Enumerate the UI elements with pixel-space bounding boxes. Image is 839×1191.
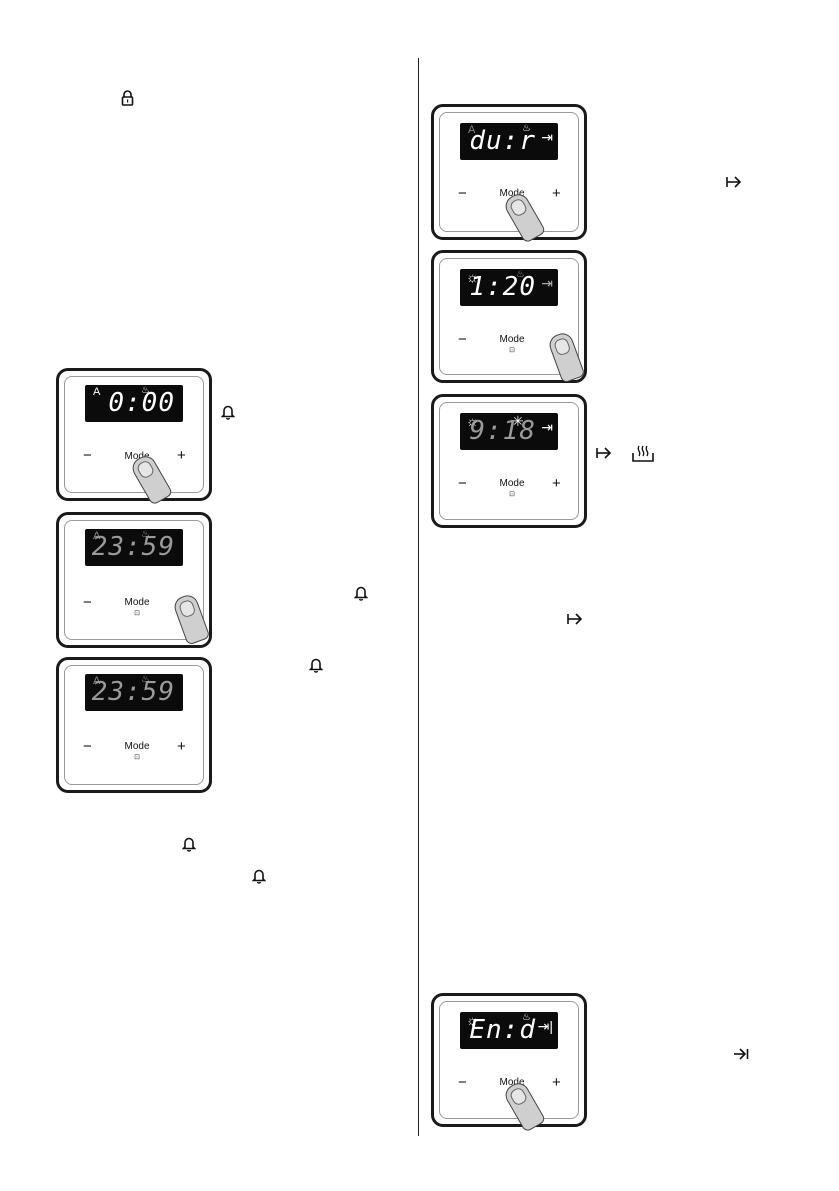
mode-sub-icon: ⊡ [509,347,515,354]
control-panel-confirm: A ♨ 23:59 − Mode ⊡ + [56,657,212,793]
control-panel-end: ☼ ♨ En:d ⇥| − Mode + [431,993,587,1133]
heating-icon: ✳ [512,413,524,429]
plus-button[interactable]: + [177,738,186,755]
display: ☼ ♨ 1:20 ⇥ [460,269,558,306]
display: A ♨ 0:00 [85,385,183,422]
plus-button[interactable]: + [552,185,561,202]
indicator-a: A [93,530,101,542]
heating-icon: ♨ [141,529,150,540]
control-panel-set-time: A ♨ 0:00 − Mode + [56,368,212,506]
display-digits: du:r [469,126,536,156]
display-digits: 9:18 [469,416,536,446]
bell-icon [354,586,368,601]
mode-sub-icon: ⊡ [509,491,515,498]
control-panel-duration: A ♨ du:r ⇥ − Mode + [431,104,587,244]
heating-icon: ♨ [522,123,531,134]
bell-icon [182,837,196,852]
control-panel-set-duration: ☼ ♨ 1:20 ⇥ − Mode ⊡ [431,250,587,384]
indicator-a: A [93,386,101,398]
heating-icon: ♨ [141,674,150,685]
finger-pointer [546,330,586,384]
display: A ♨ 23:59 [85,674,183,711]
duration-arrow-icon: ⇥ [541,275,553,291]
mode-button[interactable]: Mode [499,188,525,199]
heating-symbol-icon [632,445,654,462]
display: A ♨ du:r ⇥ [460,123,558,160]
end-time-icon [734,1048,749,1060]
minus-button[interactable]: − [458,475,467,492]
display: ☼ ✳ 9:18 ⇥ [460,413,558,450]
lock-icon [121,90,134,106]
display-digits: En:d [469,1015,536,1045]
display-digits: 23:59 [91,532,175,562]
mode-button[interactable]: Mode [124,451,150,462]
mode-sub-icon: ⊡ [134,610,140,617]
mode-sub-icon: ⊡ [134,754,140,761]
display-digits: 1:20 [469,272,536,302]
mode-button[interactable]: Mode [124,597,150,608]
indicator-a: A [93,675,101,687]
control-panel-adjust: A ♨ 23:59 − Mode ⊡ [56,512,212,648]
display-digits: 23:59 [91,677,175,707]
heating-icon: ♨ [516,269,525,280]
plus-button[interactable]: + [552,475,561,492]
duration-arrow-icon [567,613,583,625]
duration-arrow-icon: ⇥ [541,129,553,145]
heating-icon: ♨ [141,385,150,396]
sun-icon: ☼ [466,413,479,429]
mode-button[interactable]: Mode [124,741,150,752]
column-divider [418,58,419,1136]
display: A ♨ 23:59 [85,529,183,566]
mode-button[interactable]: Mode [499,334,525,345]
minus-button[interactable]: − [83,594,92,611]
mode-button[interactable]: Mode [499,478,525,489]
sun-icon: ☼ [466,1012,479,1028]
minus-button[interactable]: − [458,1074,467,1091]
heating-icon: ♨ [522,1012,531,1023]
bell-icon [309,658,323,673]
plus-button[interactable]: + [552,1074,561,1091]
duration-arrow-icon: ⇥ [541,419,553,435]
minus-button[interactable]: − [83,447,92,464]
mode-button[interactable]: Mode [499,1077,525,1088]
sun-icon: ☼ [466,269,479,285]
end-time-icon: ⇥| [537,1018,553,1034]
minus-button[interactable]: − [458,331,467,348]
bell-icon [252,869,266,884]
minus-button[interactable]: − [458,185,467,202]
duration-arrow-icon [596,447,612,459]
duration-arrow-icon [726,176,742,188]
minus-button[interactable]: − [83,738,92,755]
plus-button[interactable]: + [177,447,186,464]
display: ☼ ♨ En:d ⇥| [460,1012,558,1049]
control-panel-running: ☼ ✳ 9:18 ⇥ − Mode ⊡ + [431,394,587,528]
display-digits: 0:00 [108,388,175,418]
bell-icon [221,405,235,420]
indicator-a: A [468,124,476,136]
